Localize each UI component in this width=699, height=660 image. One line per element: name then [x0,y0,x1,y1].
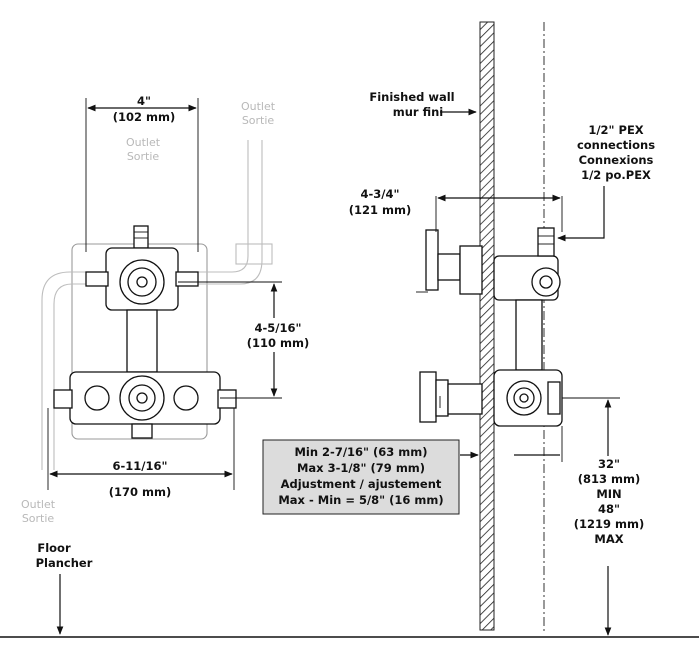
height-max-imperial: 48" [598,502,620,516]
depth-metric: (121 mm) [349,203,412,217]
height-min-label: MIN [596,487,621,501]
front-view: 4" (102 mm) Outlet Sortie Outlet Sortie … [21,94,314,525]
height-max-label: MAX [594,532,623,546]
dim-adjustment [460,426,563,462]
outlet-pipe-right [190,140,273,285]
adjustment-min: Min 2-7/16" (63 mm) [294,445,427,459]
outlet-pipe-left [41,271,88,470]
height-max-metric: (1219 mm) [574,517,645,531]
top-width-metric: (102 mm) [113,110,176,124]
overall-width-imperial: 6-11/16" [113,459,168,473]
spacing-imperial: 4-5/16" [255,321,302,335]
adjustment-box [262,439,460,515]
adjustment-max: Max 3-1/8" (79 mm) [297,461,425,475]
dim-depth: 4-3/4" (121 mm) [349,187,563,232]
outlet-top-fr: Sortie [127,150,160,163]
spacing-metric: (110 mm) [247,336,310,350]
outlet-right-en: Outlet [241,100,276,113]
riser-pipe [126,309,158,373]
outlet-bottom-fr: Sortie [22,512,55,525]
outlet-right-fr: Sortie [242,114,275,127]
dim-top-width: 4" (102 mm) [85,94,199,252]
top-connector [133,225,149,249]
overall-width-metric: (170 mm) [109,485,172,499]
outlet-top-en: Outlet [126,136,161,149]
dim-overall-width: 6-11/16" (170 mm) [47,408,235,499]
floor-en: Floor [37,541,71,555]
adjustment-range: Max - Min = 5/8" (16 mm) [278,493,443,507]
side-view: Finished wall mur fini 1/2" PEX connecti… [262,21,655,636]
height-min-imperial: 32" [598,457,620,471]
finished-wall-en: Finished wall [369,90,454,104]
dim-spacing: 4-5/16" (110 mm) [178,281,314,399]
pex-line-4: 1/2 po.PEX [581,168,651,182]
finished-wall-fr: mur fini [393,105,444,119]
floor-fr: Plancher [36,556,93,570]
adjustment-title: Adjustment / ajustement [281,477,442,491]
top-width-imperial: 4" [137,94,151,108]
pex-line-2: connections [577,138,655,152]
pex-line-1: 1/2" PEX [588,123,643,137]
depth-imperial: 4-3/4" [361,187,400,201]
dim-height: 32" (813 mm) MIN 48" (1219 mm) MAX [562,397,645,636]
outlet-bottom-en: Outlet [21,498,56,511]
height-min-metric: (813 mm) [578,472,641,486]
pex-line-3: Connexions [579,153,654,167]
finished-wall [479,21,495,631]
